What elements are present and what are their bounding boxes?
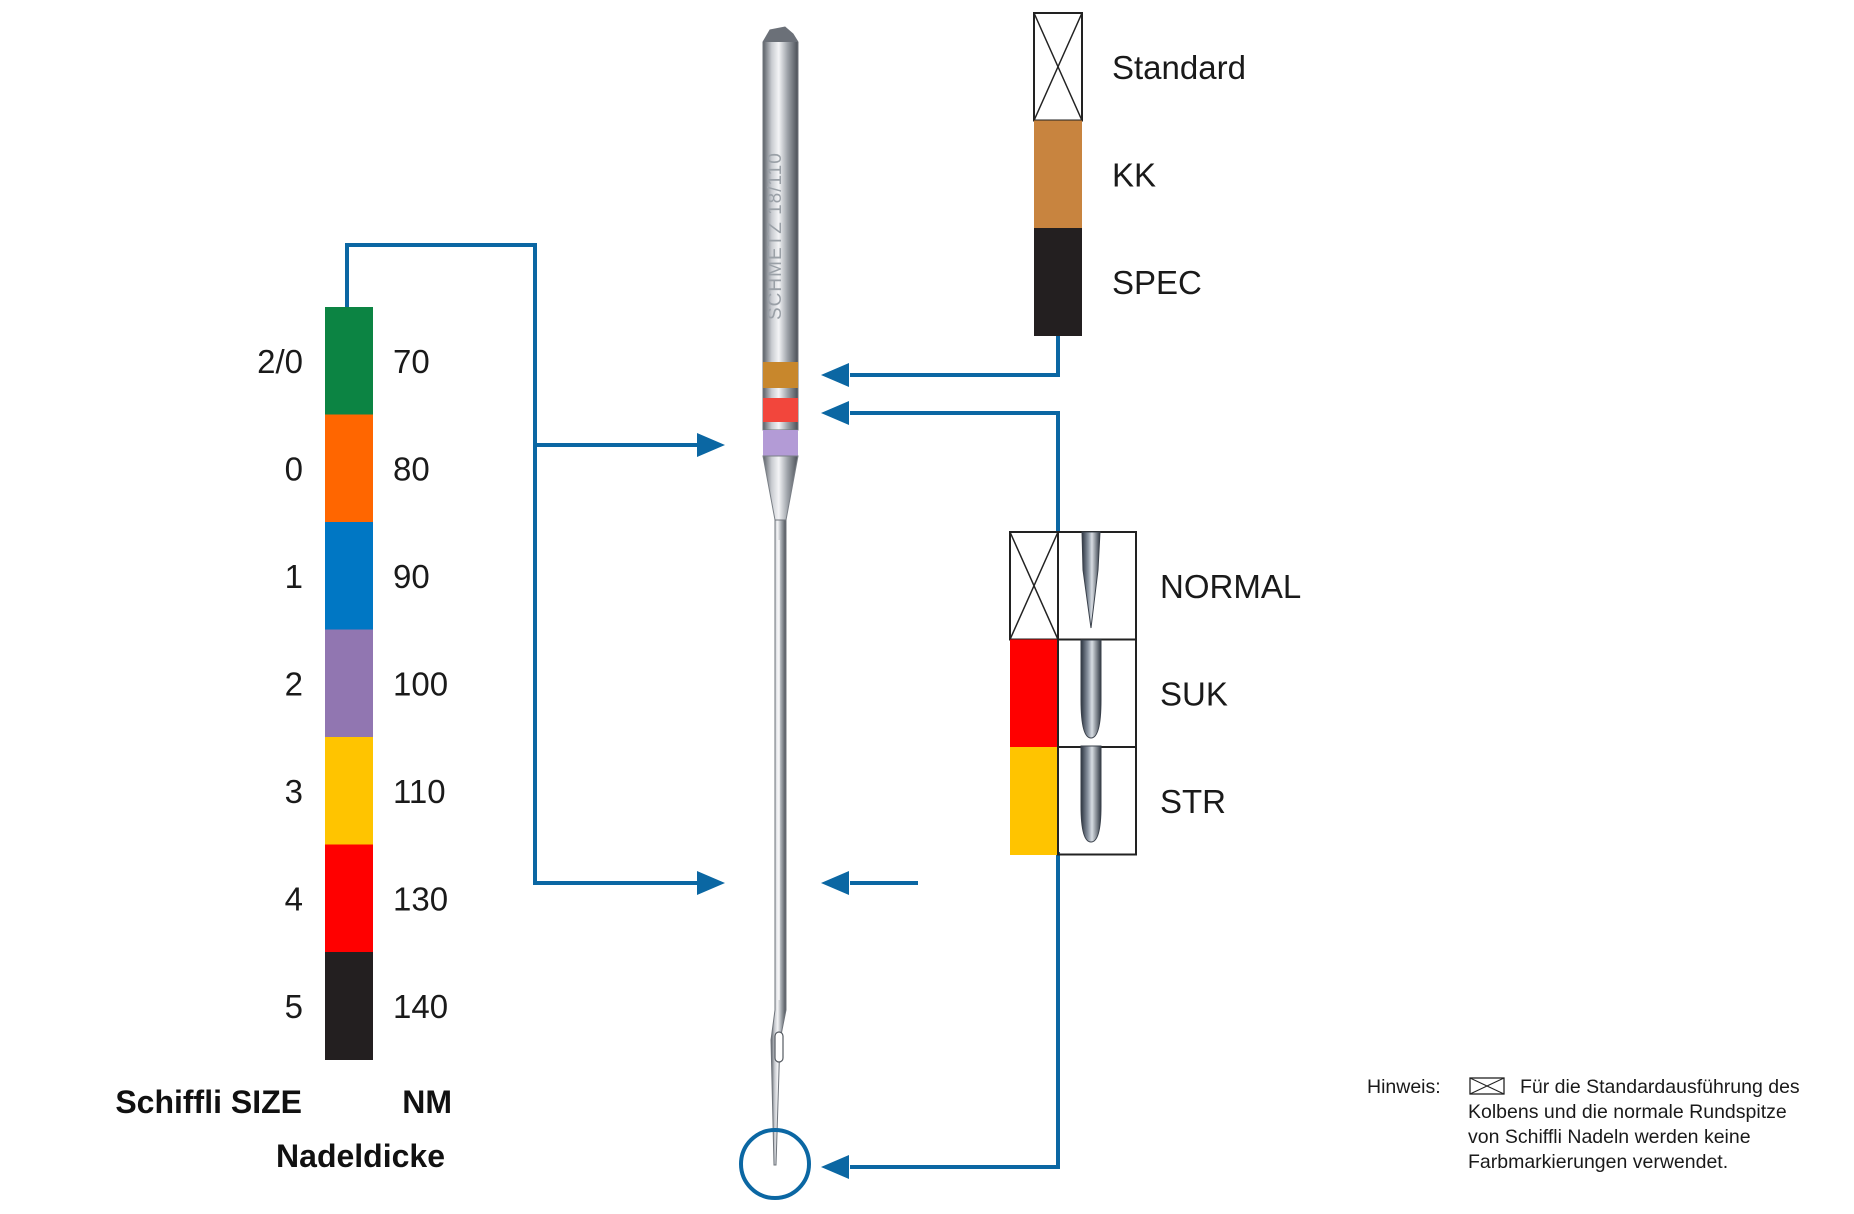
point-tip-image: [1080, 745, 1102, 843]
arrow-needle-tip: [821, 1155, 849, 1179]
arrow-blade: [821, 871, 849, 895]
size-scale: 2/0 0 1 2 3 4 5 70 80 90 100 110 130 140: [257, 307, 448, 1060]
size-swatch-1: [325, 414, 373, 523]
nm-heading: NM: [402, 1084, 452, 1120]
shank-type-label: SPEC: [1112, 264, 1202, 301]
point-swatch-1: [1010, 639, 1058, 748]
connector-point-type-tip: [850, 852, 1060, 1169]
nm-size-labels: 70 80 90 100 110 130 140: [393, 343, 448, 1025]
size-swatch-2: [325, 522, 373, 630]
point-tip-image: [1080, 639, 1102, 739]
point-type-label: STR: [1160, 783, 1226, 820]
shank-swatch-crossed: [1033, 12, 1083, 122]
schiffli-size-label: 5: [285, 988, 303, 1025]
nm-size-label: 70: [393, 343, 430, 380]
note-line-1: Für die Standardausführung des: [1520, 1076, 1800, 1098]
shank-swatch-1: [1034, 120, 1082, 229]
arrow-shank-type: [821, 363, 849, 387]
shank-swatch-2: [1034, 228, 1082, 336]
size-swatch-3: [325, 629, 373, 738]
size-swatch-5: [325, 844, 373, 953]
note-prefix: Hinweis:: [1367, 1076, 1441, 1098]
schiffli-size-label: 1: [285, 558, 303, 595]
point-tip-image: [1081, 531, 1101, 629]
size-ring-red: [763, 398, 798, 422]
point-swatch-crossed: [1009, 531, 1059, 641]
size-swatch-0: [325, 307, 373, 415]
nm-size-label: 130: [393, 880, 448, 917]
arrow-size-lower: [697, 871, 725, 895]
size-color-bar: [325, 307, 373, 1060]
needle-thickness-heading: Nadeldicke: [276, 1138, 445, 1174]
nm-size-label: 90: [393, 558, 430, 595]
point-type-label: NORMAL: [1160, 568, 1301, 605]
crossed-box-icon: [1469, 1077, 1505, 1095]
nm-size-label: 100: [393, 665, 448, 702]
note-line-4: Farbmarkierungen verwendet.: [1468, 1151, 1728, 1173]
connector-lines: [345, 243, 1060, 1200]
connector-point-type-ring: [850, 411, 1060, 532]
arrow-size-mid: [697, 433, 725, 457]
nm-size-label: 140: [393, 988, 448, 1025]
needle-engraving: SCHMETZ 18/110: [765, 152, 786, 320]
schiffli-size-label: 2: [285, 665, 303, 702]
point-swatch-2: [1010, 747, 1058, 855]
size-swatch-4: [325, 737, 373, 845]
shank-ring-kk: [763, 362, 798, 388]
needle-tip-circle: [739, 1128, 811, 1200]
note-line-2: Kolbens und die normale Rundspitze: [1468, 1101, 1787, 1123]
size-ring-violet: [763, 430, 798, 456]
shank-type-label: KK: [1112, 157, 1156, 194]
schiffli-size-labels: 2/0 0 1 2 3 4 5: [257, 343, 303, 1025]
schiffli-size-label: 0: [285, 450, 303, 487]
connector-arrowheads: [697, 363, 849, 1179]
needle: SCHMETZ 18/110: [762, 26, 799, 1166]
point-type-label: SUK: [1160, 676, 1228, 713]
schiffli-size-label: 3: [285, 773, 303, 810]
needle-eye: [774, 1031, 784, 1063]
schiffli-size-label: 4: [285, 880, 303, 917]
note-line-3: von Schiffli Nadeln werden keine: [1468, 1126, 1751, 1148]
schiffli-size-label: 2/0: [257, 343, 303, 380]
connector-size-bracket: [345, 243, 705, 885]
arrow-point-type-ring: [821, 401, 849, 425]
nm-size-label: 110: [393, 773, 446, 810]
point-type-legend: NORMAL SUK STR: [1009, 531, 1301, 856]
note: Hinweis: Für die Standardausführung des …: [1367, 1076, 1800, 1173]
schiffli-size-heading: Schiffli SIZE: [115, 1084, 302, 1120]
size-swatch-6: [325, 952, 373, 1060]
shank-type-label: Standard: [1112, 49, 1246, 86]
nm-size-label: 80: [393, 450, 430, 487]
connector-shank-type: [850, 332, 1060, 377]
needle-taper: [762, 455, 799, 521]
